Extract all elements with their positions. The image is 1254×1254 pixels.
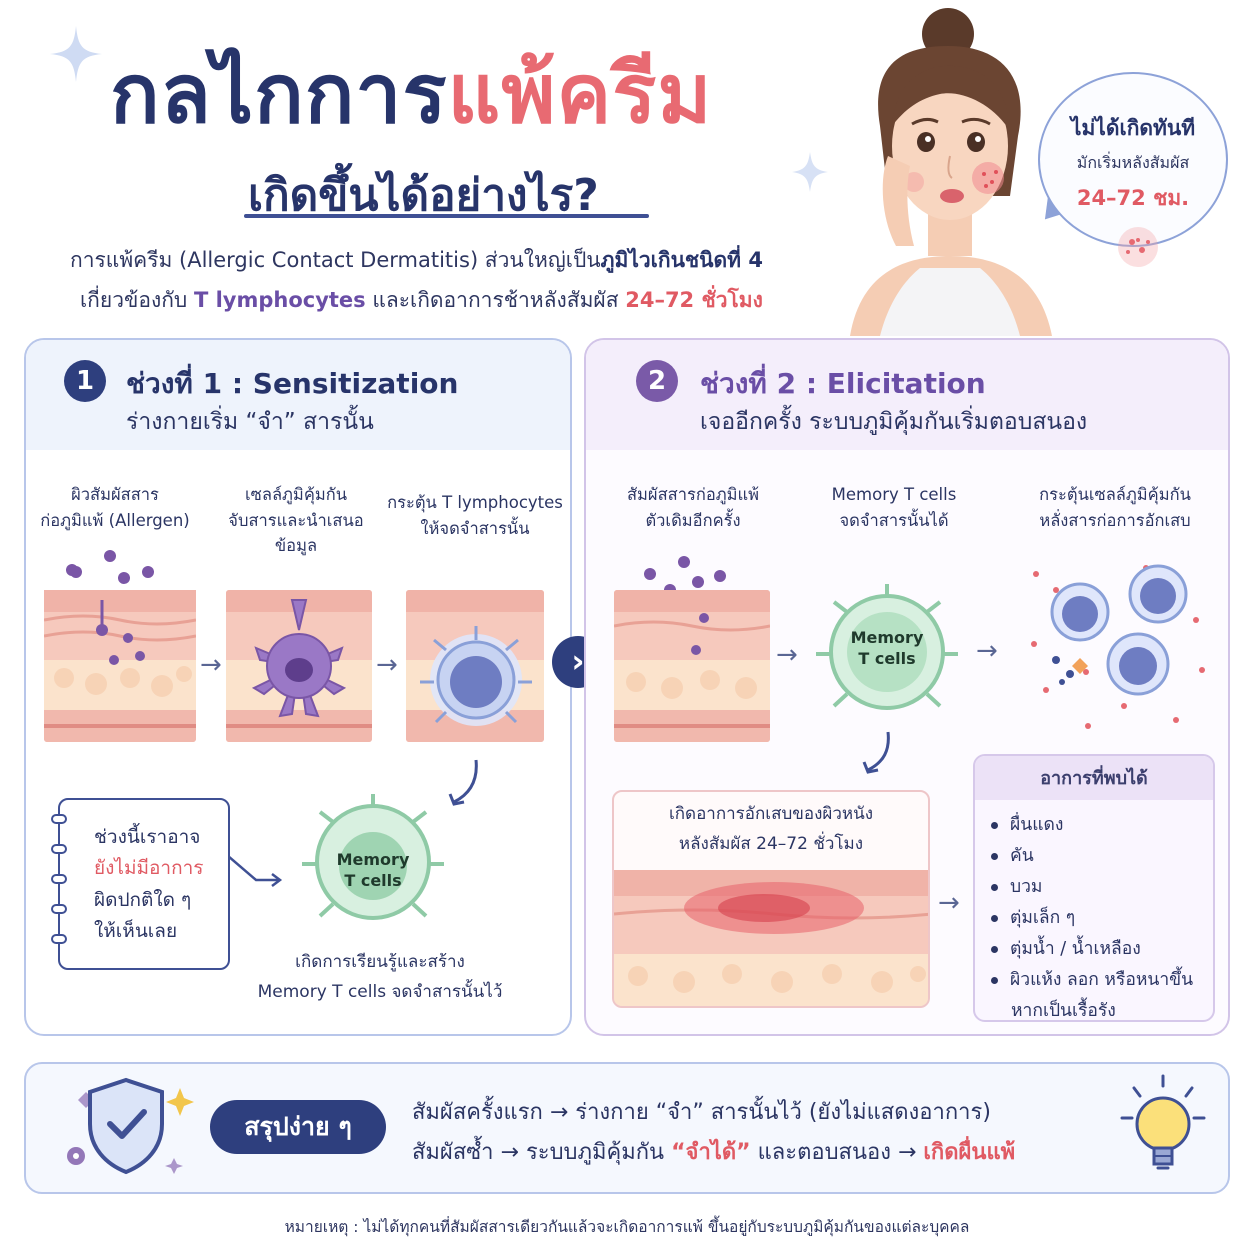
- symptoms-list: ผื่นแดง คัน บวม ตุ่มเล็ก ๆ ตุ่มน้ำ / น้ำ…: [975, 800, 1213, 1027]
- title-part-1: กลไกการ: [110, 47, 448, 142]
- inflammation-panel: เกิดอาการอักเสบของผิวหนังหลังสัมผัส 24–7…: [612, 790, 930, 1008]
- bubble-line-3: 24–72 ชม.: [1076, 186, 1190, 210]
- summary-pill: สรุปง่าย ๆ: [210, 1100, 386, 1154]
- phase-2-number: 2: [636, 360, 678, 402]
- list-item: บวม: [991, 872, 1213, 903]
- list-item: ผิวแห้ง ลอก หรือหนาขึ้น: [991, 965, 1213, 996]
- curved-arrow-icon: [448, 759, 478, 806]
- phase-1-subtitle: ร่างกายเริ่ม “จำ” สารนั้น: [126, 409, 374, 435]
- memory-t-cell-illustration: [816, 584, 958, 710]
- phase-2-subtitle: เจออีกครั้ง ระบบภูมิคุ้มกันเริ่มตอบสนอง: [700, 409, 1088, 435]
- bubble-line-2: มักเริ่มหลังสัมผัส: [1076, 153, 1190, 172]
- allergen-particles: [66, 550, 154, 584]
- curved-arrow-icon: [862, 731, 890, 774]
- sparkle-icon: [50, 26, 102, 82]
- arrow-right-icon: →: [938, 888, 960, 918]
- intro-highlight: 24–72 ชั่วโมง: [625, 288, 763, 312]
- intro-text: และเกิดอาการช้าหลังสัมผัส: [365, 288, 626, 312]
- arrow-right-icon: →: [776, 640, 798, 670]
- phase-1-title: ช่วงที่ 1 : Sensitization: [126, 367, 459, 400]
- rash-spot-icon: [1118, 227, 1158, 267]
- inflamed-skin-illustration: [614, 870, 928, 1006]
- intro-text: เกี่ยวข้องกับ: [80, 288, 194, 312]
- note-line-1: ช่วงนี้เราอาจ: [94, 826, 201, 848]
- list-item: ตุ่มเล็ก ๆ: [991, 903, 1213, 934]
- list-item: คัน: [991, 841, 1213, 872]
- phase-1-step-2-label: เซลล์ภูมิคุ้มกันจับสารและนำเสนอข้อมูล: [228, 485, 364, 556]
- note-line-4: ให้เห็นเลย: [94, 920, 178, 943]
- intro-highlight: ภูมิไวเกินชนิดที่ 4: [600, 248, 763, 272]
- list-item-continuation: หากเป็นเรื้อรัง: [1011, 1001, 1116, 1021]
- arrow-right-icon: →: [376, 650, 398, 680]
- symptoms-list-card: อาการที่พบได้ ผื่นแดง คัน บวม ตุ่มเล็ก ๆ…: [973, 754, 1215, 1022]
- skin-reexposure-illustration: [614, 590, 770, 742]
- list-item: ตุ่มน้ำ / น้ำเหลือง: [991, 934, 1213, 965]
- arrow-right-icon: →: [976, 636, 998, 666]
- intro-line-2: เกี่ยวข้องกับ T lymphocytes และเกิดอาการ…: [80, 284, 763, 317]
- woman-illustration: [850, 8, 1052, 336]
- note-line-2: ยังไม่มีอาการ: [94, 857, 204, 880]
- list-item: ผื่นแดง: [991, 810, 1213, 841]
- footnote: หมายเหตุ : ไม่ได้ทุกคนที่สัมผัสสารเดียวก…: [284, 1218, 970, 1236]
- speech-bubble: ไม่ได้เกิดทันที มักเริ่มหลังสัมผัส 24–72…: [1038, 72, 1228, 247]
- phase-2-step-1-label: สัมผัสสารก่อภูมิแพ้ตัวเดิมอีกครั้ง: [626, 485, 760, 530]
- phase-2-step-3-label: กระตุ้นเซลล์ภูมิคุ้มกันหลั่งสารก่อการอัก…: [1039, 485, 1191, 530]
- bubble-line-1: ไม่ได้เกิดทันที: [1070, 116, 1196, 140]
- shield-check-icon: [67, 1077, 194, 1175]
- lightbulb-icon: [1120, 1074, 1206, 1170]
- subtitle-underline: [244, 214, 649, 218]
- t-lymphocyte-illustration: [406, 590, 544, 742]
- intro-text: การแพ้ครีม (Allergic Contact Dermatitis)…: [70, 248, 601, 272]
- arrow-right-icon: →: [200, 650, 222, 680]
- note-line-3: ผิดปกติใด ๆ: [94, 888, 192, 911]
- phase-2-title: ช่วงที่ 2 : Elicitation: [700, 367, 986, 400]
- skin-allergen-illustration: [44, 566, 196, 742]
- symptoms-title: อาการที่พบได้: [975, 756, 1213, 800]
- activated-immune-cells-illustration: [1031, 564, 1205, 729]
- intro-line-1: การแพ้ครีม (Allergic Contact Dermatitis)…: [70, 244, 763, 277]
- no-symptom-note: ช่วงนี้เราอาจ ยังไม่มีอาการ ผิดปกติใด ๆ …: [51, 798, 230, 970]
- dendritic-cell-illustration: [226, 590, 372, 742]
- note-pointer-arrow: [228, 855, 283, 887]
- summary-banner: [24, 1062, 1230, 1194]
- phase-1-step-1-label: ผิวสัมผัสสารก่อภูมิแพ้ (Allergen): [40, 485, 190, 530]
- phase-1-number: 1: [64, 360, 106, 402]
- title-part-2: แพ้ครีม: [447, 47, 713, 142]
- intro-highlight: T lymphocytes: [193, 288, 366, 312]
- summary-line-2: สัมผัสซ้ำ → ระบบภูมิคุ้มกัน “จำได้” และต…: [412, 1140, 1016, 1165]
- inflammation-text: เกิดอาการอักเสบของผิวหนังหลังสัมผัส 24–7…: [668, 804, 874, 854]
- sparkle-icon: [792, 152, 828, 192]
- page-subtitle: เกิดขึ้นได้อย่างไร?: [248, 170, 599, 221]
- page-title: กลไกการแพ้ครีม: [110, 51, 712, 138]
- summary-line-1: สัมผัสครั้งแรก → ร่างกาย “จำ” สารนั้นไว้…: [412, 1100, 991, 1125]
- memory-t-cell-illustration: [302, 794, 444, 920]
